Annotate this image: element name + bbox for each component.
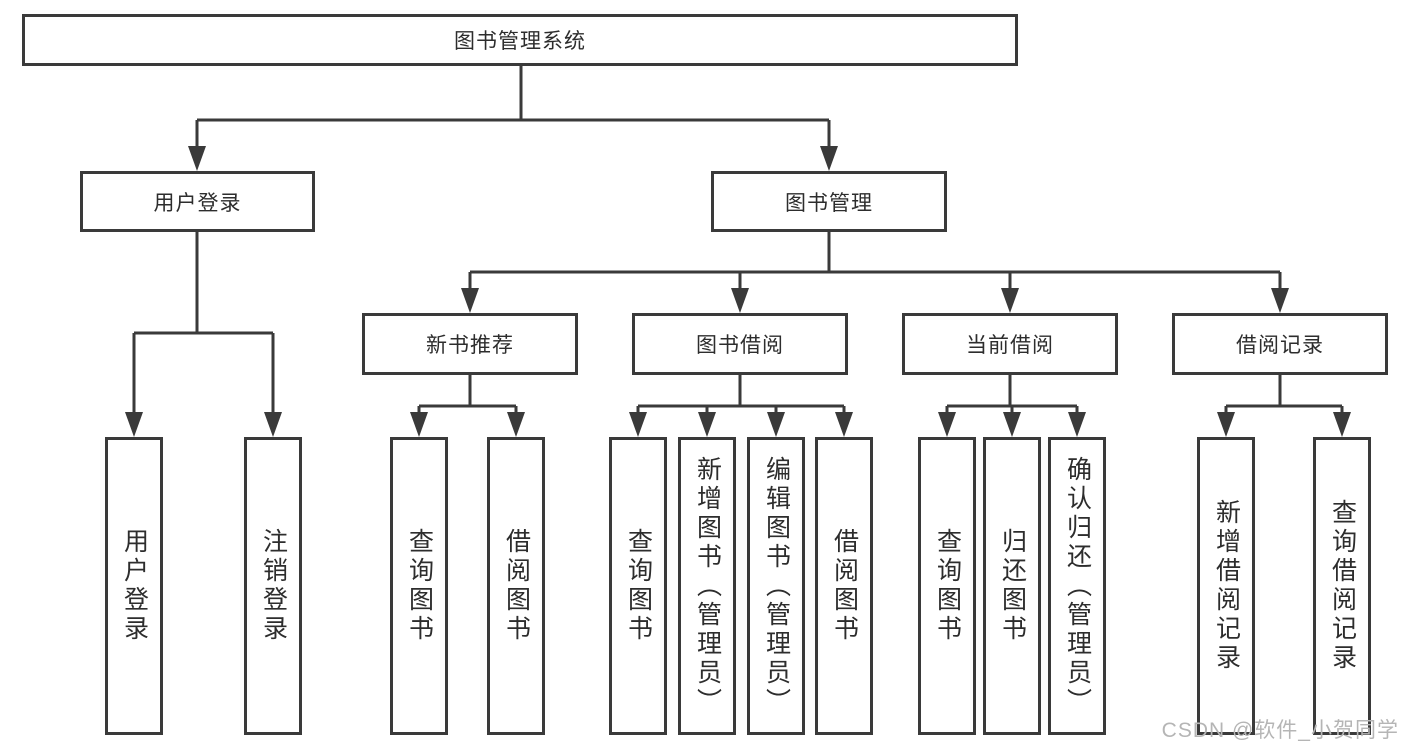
node-root-label: 图书管理系统 (454, 30, 586, 53)
leaf-query-books-current: 查询图书 (918, 437, 976, 735)
node-book-borrowing: 图书借阅 (632, 313, 848, 375)
leaf-query-borrow-record: 查询借阅记录 (1313, 437, 1371, 735)
leaf-query-books-recommend-label: 查询图书 (405, 528, 434, 644)
leaf-borrow-books-recommend: 借阅图书 (487, 437, 545, 735)
leaf-edit-book-admin: 编辑图书（管理员） (747, 437, 805, 735)
leaf-confirm-return-admin-label: 确认归还（管理员） (1063, 455, 1092, 717)
leaf-borrow-books-recommend-label: 借阅图书 (502, 528, 531, 644)
leaf-logout: 注销登录 (244, 437, 302, 735)
node-new-book-recommend: 新书推荐 (362, 313, 578, 375)
leaf-query-books-recommend: 查询图书 (390, 437, 448, 735)
node-book-borrowing-label: 图书借阅 (696, 334, 784, 357)
node-borrowing-records-label: 借阅记录 (1236, 334, 1324, 357)
leaf-query-borrow-record-label: 查询借阅记录 (1328, 499, 1357, 673)
leaf-query-books-current-label: 查询图书 (933, 528, 962, 644)
leaf-return-books-label: 归还图书 (998, 528, 1027, 644)
leaf-add-borrow-record: 新增借阅记录 (1197, 437, 1255, 735)
leaf-add-borrow-record-label: 新增借阅记录 (1212, 499, 1241, 673)
leaf-borrow-books-borrowing: 借阅图书 (815, 437, 873, 735)
leaf-borrow-books-borrowing-label: 借阅图书 (830, 528, 859, 644)
leaf-edit-book-admin-label: 编辑图书（管理员） (762, 455, 791, 717)
leaf-query-books-borrowing-label: 查询图书 (624, 528, 653, 644)
leaf-user-login-label: 用户登录 (120, 528, 149, 644)
leaf-user-login: 用户登录 (105, 437, 163, 735)
node-new-book-recommend-label: 新书推荐 (426, 334, 514, 357)
node-borrowing-records: 借阅记录 (1172, 313, 1388, 375)
node-root: 图书管理系统 (22, 14, 1018, 66)
leaf-logout-label: 注销登录 (259, 528, 288, 644)
node-current-borrowing-label: 当前借阅 (966, 334, 1054, 357)
leaf-return-books: 归还图书 (983, 437, 1041, 735)
leaf-add-book-admin-label: 新增图书（管理员） (693, 455, 722, 717)
node-book-management-label: 图书管理 (785, 191, 873, 215)
node-user-login: 用户登录 (80, 171, 315, 232)
node-current-borrowing: 当前借阅 (902, 313, 1118, 375)
leaf-confirm-return-admin: 确认归还（管理员） (1048, 437, 1106, 735)
node-book-management: 图书管理 (711, 171, 947, 232)
leaf-query-books-borrowing: 查询图书 (609, 437, 667, 735)
leaf-add-book-admin: 新增图书（管理员） (678, 437, 736, 735)
csdn-watermark: CSDN @软件_小贺同学 (1161, 719, 1399, 742)
node-user-login-label: 用户登录 (153, 191, 242, 215)
